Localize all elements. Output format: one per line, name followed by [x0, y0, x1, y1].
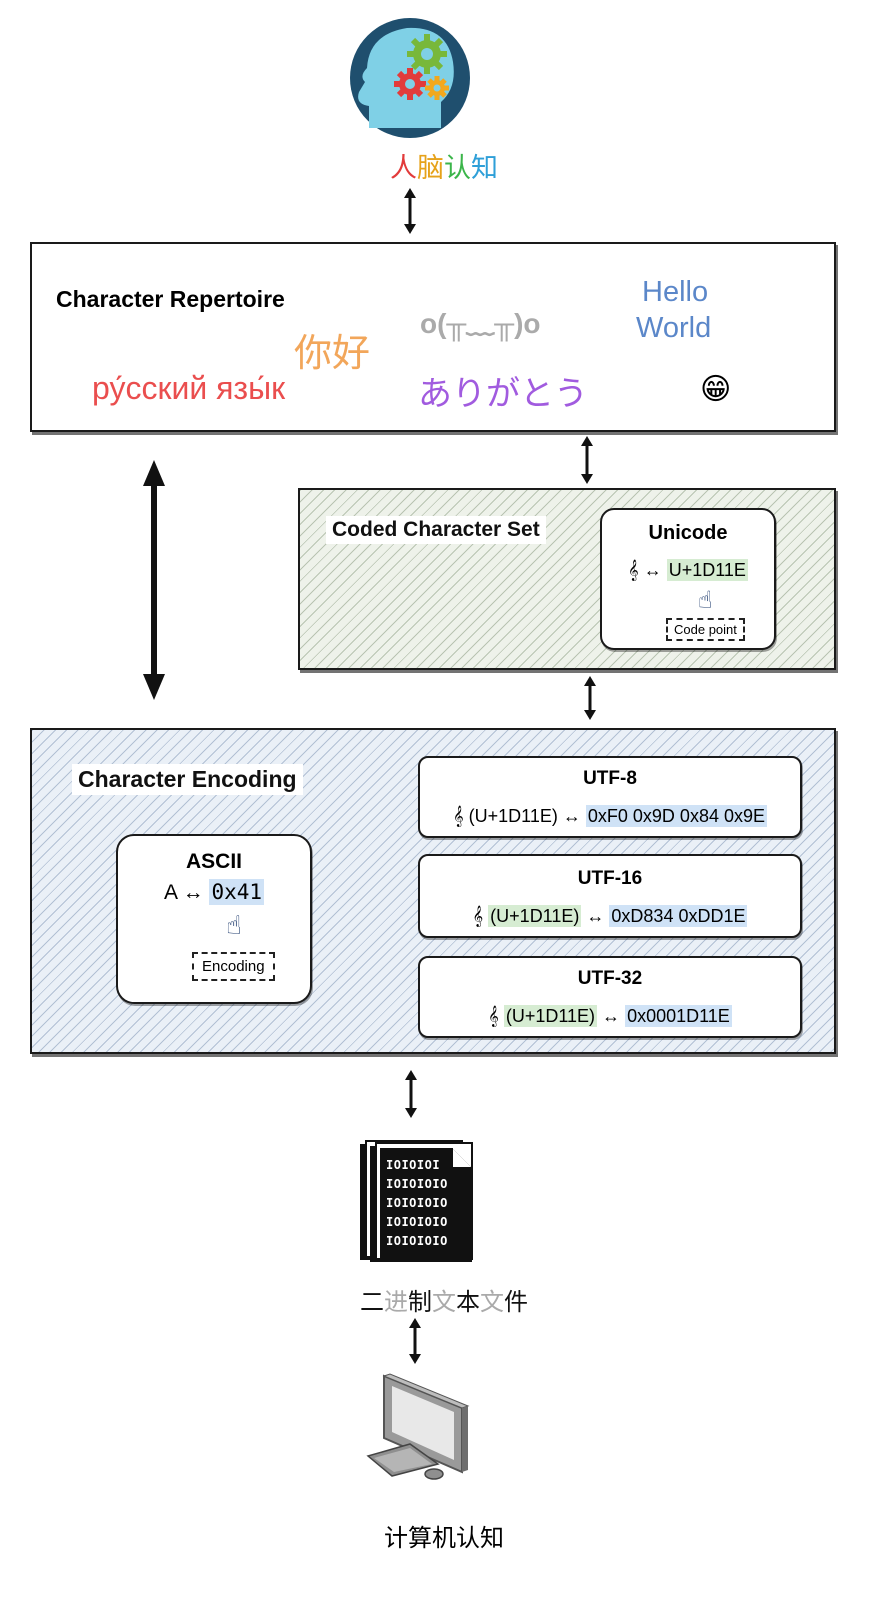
emoticon-text: o(╥﹏╥)o [420, 308, 541, 339]
binary-row: IOIOIOIO [386, 1196, 448, 1210]
head-with-gears-icon [345, 16, 475, 141]
arigatou-text: ありがとう [418, 375, 588, 413]
binary-text-file-caption: 二进制文本文件 [0, 1282, 888, 1317]
ascii-mapping: A ↔ 0x41 [118, 879, 310, 905]
repertoire-title: Character Repertoire [56, 286, 285, 312]
grinning-emoji: 😁 [700, 373, 732, 406]
coded-character-set-box: Coded Character Set Unicode 𝄞 ↔ U+1D11E … [298, 488, 836, 670]
character-repertoire-box: Character Repertoire 你好 o(╥﹏╥)o Hello Wo… [30, 242, 836, 432]
utf32-bytes: 0x0001D11E [625, 1005, 732, 1027]
computer-cognition-caption: 计算机认知 [384, 1525, 504, 1552]
treble-clef-symbol: 𝄞 [488, 1006, 499, 1026]
caption-char: 件 [504, 1289, 528, 1316]
character-encoding-box: Character Encoding ASCII A ↔ 0x41 ☝ Enco… [30, 728, 836, 1054]
mapping-arrow: ↔ [562, 806, 581, 826]
mapping-arrow: ↔ [586, 906, 605, 926]
binary-row: IOIOIOIO [386, 1234, 448, 1248]
encoding-tooltip: Encoding [192, 952, 275, 981]
binary-rows: IOIOIOI IOIOIOIO IOIOIOIO IOIOIOIO IOIOIOIO [386, 1156, 448, 1251]
caption-char: 二 [360, 1289, 384, 1316]
utf8-bytes: 0xF0 0x9D 0x84 0x9E [585, 805, 767, 827]
hand-pointer-icon: ☝ [698, 587, 713, 614]
caption-char: 进 [384, 1289, 408, 1316]
caption-char: 文 [480, 1289, 504, 1316]
binary-row: IOIOIOI [386, 1158, 441, 1172]
ascii-char: A [163, 881, 177, 904]
hand-pointer-icon: ☝ [226, 910, 242, 940]
caption-char: 知 [471, 153, 498, 183]
binary-document-icon: IOIOIOI IOIOIOIO IOIOIOIO IOIOIOIO IOIOIOIO [356, 1138, 476, 1266]
bidirectional-arrow [143, 460, 165, 700]
coded-set-title: Coded Character Set [326, 516, 546, 544]
utf8-mapping: 𝄞 (U+1D11E) ↔ 0xF0 0x9D 0x84 0x9E [420, 805, 800, 827]
ascii-code: 0x41 [209, 879, 265, 905]
code-point-value: (U+1D11E) [503, 1005, 598, 1027]
encoding-title: Character Encoding [72, 764, 303, 795]
world-text: World [636, 312, 712, 344]
ascii-title: ASCII [185, 850, 242, 873]
caption-char: 本 [456, 1289, 480, 1316]
caption-char: 制 [408, 1289, 432, 1316]
utf32-mapping: 𝄞 (U+1D11E) ↔ 0x0001D11E [420, 1005, 800, 1027]
bidirectional-arrow [581, 436, 593, 484]
binary-row: IOIOIOIO [386, 1177, 448, 1191]
mapping-arrow: ↔ [602, 1006, 621, 1026]
bidirectional-arrow [584, 676, 596, 720]
caption-char: 认 [444, 153, 471, 183]
unicode-card: Unicode 𝄞 ↔ U+1D11E ☝ Code point [600, 508, 776, 650]
code-point-value: U+1D11E [666, 559, 748, 581]
utf16-card: UTF-16 𝄞 (U+1D11E) ↔ 0xD834 0xDD1E [418, 854, 802, 938]
ascii-card: ASCII A ↔ 0x41 ☝ Encoding [116, 834, 312, 1004]
hello-text: Hello [642, 276, 709, 308]
code-point-value: (U+1D11E) [488, 905, 582, 927]
code-point-value: (U+1D11E) [468, 806, 558, 826]
human-cognition-caption: 人脑认知 [0, 146, 888, 185]
desktop-computer-icon [362, 1372, 472, 1482]
mapping-arrow: ↔ [182, 881, 204, 904]
caption-char: 人 [390, 153, 417, 183]
treble-clef-symbol: 𝄞 [453, 806, 464, 826]
nihao-text: 你好 [294, 333, 371, 375]
utf8-title: UTF-8 [583, 768, 637, 789]
utf8-card: UTF-8 𝄞 (U+1D11E) ↔ 0xF0 0x9D 0x84 0x9E [418, 756, 802, 838]
bidirectional-arrow [405, 1070, 417, 1118]
treble-clef-symbol: 𝄞 [628, 560, 639, 580]
russian-text: ру́сский язы́к [92, 370, 286, 406]
bidirectional-arrow [404, 188, 416, 234]
utf16-bytes: 0xD834 0xDD1E [609, 905, 748, 927]
utf16-mapping: 𝄞 (U+1D11E) ↔ 0xD834 0xDD1E [420, 905, 800, 927]
code-point-tooltip: Code point [666, 618, 745, 641]
mapping-arrow: ↔ [643, 560, 662, 580]
unicode-mapping: 𝄞 ↔ U+1D11E [602, 559, 774, 581]
caption-char: 文 [432, 1289, 456, 1316]
utf32-title: UTF-32 [577, 968, 643, 989]
caption-char: 脑 [417, 153, 444, 183]
utf32-card: UTF-32 𝄞 (U+1D11E) ↔ 0x0001D11E [418, 956, 802, 1038]
treble-clef-symbol: 𝄞 [472, 906, 484, 926]
binary-row: IOIOIOIO [386, 1215, 448, 1229]
unicode-title: Unicode [648, 522, 728, 544]
bidirectional-arrow [409, 1318, 421, 1364]
utf16-title: UTF-16 [577, 868, 643, 889]
